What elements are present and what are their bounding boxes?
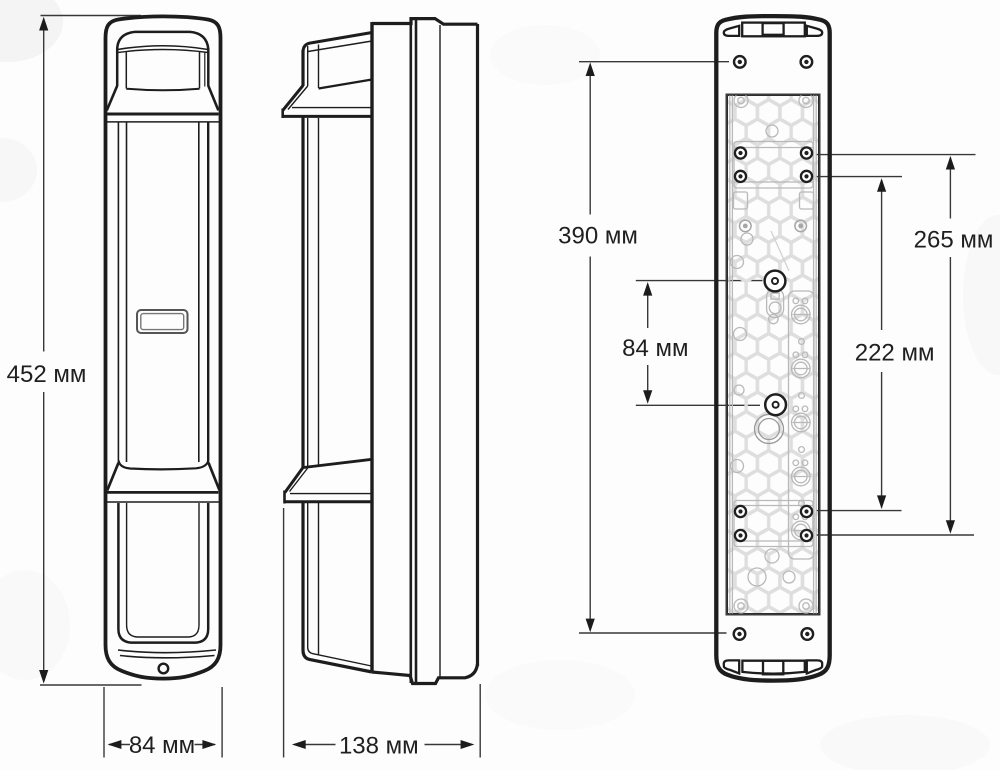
svg-text:265 мм: 265 мм xyxy=(914,227,994,254)
svg-text:452 мм: 452 мм xyxy=(7,361,87,388)
svg-text:222 мм: 222 мм xyxy=(855,340,935,367)
svg-text:390 мм: 390 мм xyxy=(558,223,638,250)
svg-text:84 мм: 84 мм xyxy=(622,335,688,362)
svg-text:84 мм: 84 мм xyxy=(129,732,195,759)
svg-text:138 мм: 138 мм xyxy=(339,733,419,760)
